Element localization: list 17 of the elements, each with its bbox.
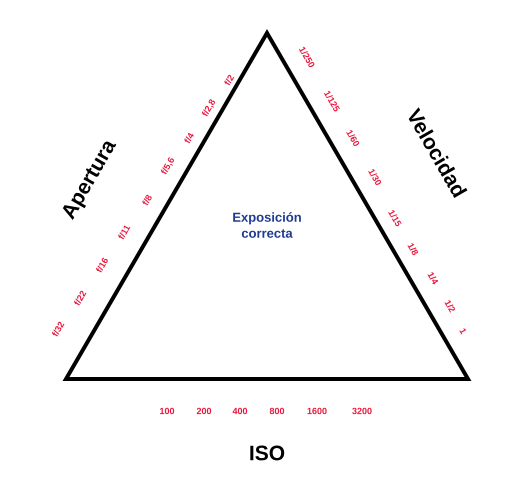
scale-value: f/22 [74,290,86,306]
scale-value: 1/4 [427,272,438,284]
scale-value: 100 [160,408,174,414]
scale-value: 800 [270,408,284,414]
scale-value: f/8 [142,194,152,206]
scale-value: 1600 [308,408,327,414]
scale-value: f/2 [224,74,234,86]
scale-value: 1/2 [444,300,455,313]
scale-value: 200 [196,408,212,414]
scale-value: 3200 [352,408,372,414]
scale-value: f/11 [118,225,130,240]
axis-title: ISO [250,446,284,460]
scale-value: 400 [232,408,248,414]
scale-value: f/4 [184,132,194,144]
scale-value: 1 [459,328,466,334]
scale-value: 1/8 [407,243,418,256]
scale-value: f/16 [96,258,108,273]
